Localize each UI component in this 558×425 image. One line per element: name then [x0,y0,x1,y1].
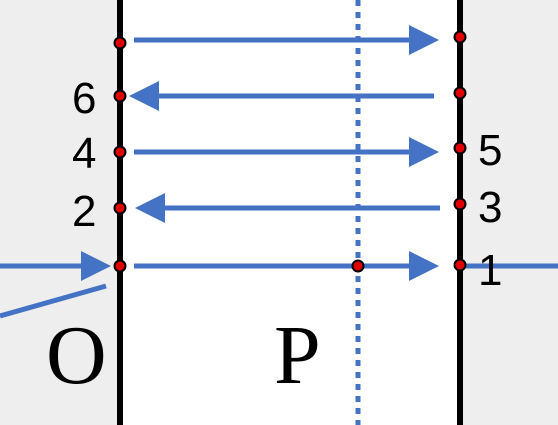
middle-dot [351,259,365,273]
left-dot-4 [113,145,127,159]
label-5: 5 [478,126,502,175]
label-2: 2 [72,187,96,236]
left-dot-entry [113,259,127,273]
right-dot-upper [453,86,467,100]
label-4: 4 [72,129,96,178]
slanted-ray [0,283,107,319]
label-3: 3 [478,183,502,232]
right-dot-top [453,30,467,44]
right-dot-1 [453,258,467,272]
label-left-plane: O [46,309,107,402]
label-6: 6 [72,74,96,123]
label-1: 1 [478,246,502,295]
right-dot-5 [453,141,467,155]
left-dot-2 [113,201,127,215]
right-dot-3 [453,197,467,211]
left-dot-top [113,36,127,50]
label-middle-plane: P [274,309,321,402]
slab-region [120,0,460,425]
left-dot-6 [113,89,127,103]
